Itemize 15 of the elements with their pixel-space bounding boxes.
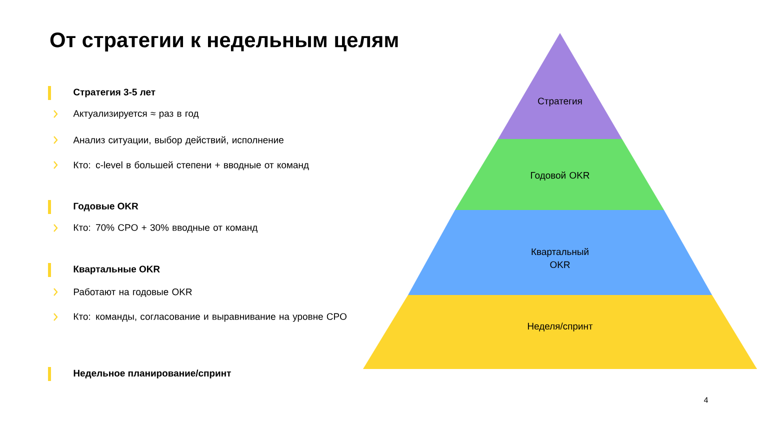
section-heading: Годовые OKR bbox=[74, 202, 138, 212]
bullet-text: Кто: c-level в большей степени + вводные от команд bbox=[74, 161, 309, 170]
pyramid-band: Годовой OKR bbox=[455, 139, 664, 210]
pyramid-band: Неделя/спринт bbox=[363, 295, 757, 369]
bullet-text: Анализ ситуации, выбор действий, исполнение bbox=[73, 136, 284, 146]
section-heading: Стратегия 3-5 лет bbox=[74, 88, 156, 98]
pyramid-band: Стратегия bbox=[498, 33, 622, 139]
slide-title: От стратегии к недельным целям bbox=[50, 32, 398, 52]
section-heading: Квартальные OKR bbox=[74, 266, 160, 274]
bullet-text: Кто: 70% CPO + 30% вводные от команд bbox=[74, 224, 258, 233]
bullet-text: Кто: команды, согласование и выравнивание на уровне CPO bbox=[74, 313, 346, 322]
bullet-text: Актуализируется ≈ раз в год bbox=[73, 110, 199, 119]
pyramid-band: Квартальный OKR bbox=[408, 210, 712, 295]
bullet-text: Работают на годовые OKR bbox=[74, 288, 192, 298]
section-heading: Недельное планирование/спринт bbox=[74, 370, 231, 378]
